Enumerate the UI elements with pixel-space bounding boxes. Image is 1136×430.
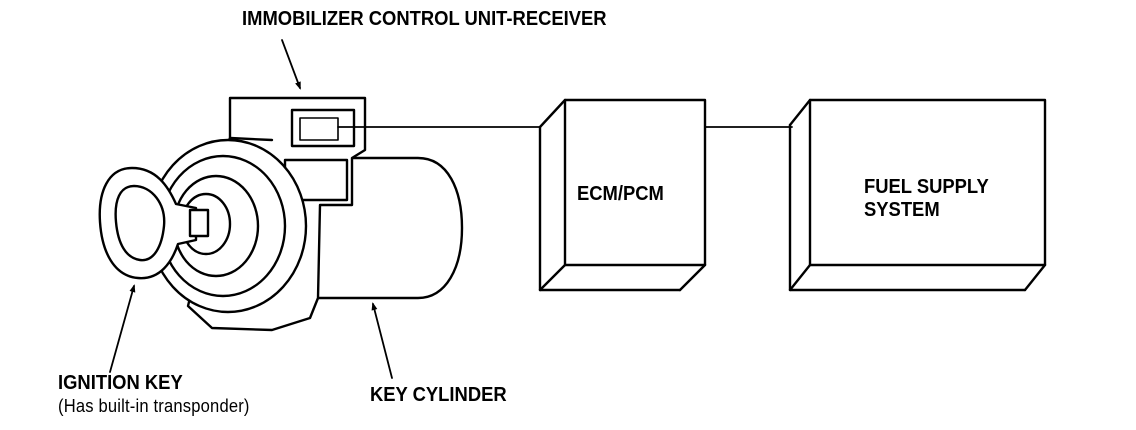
immobilizer-leader-arrow xyxy=(281,39,301,90)
fuel-supply-label-line1: FUEL SUPPLY xyxy=(864,176,989,198)
ignition-key xyxy=(98,166,210,280)
immobilizer-label: IMMOBILIZER CONTROL UNIT-RECEIVER xyxy=(242,8,607,30)
key-cylinder-body xyxy=(316,156,464,300)
ignition-key-label: IGNITION KEY xyxy=(58,372,183,394)
ignition-key-note: (Has built-in transponder) xyxy=(58,396,250,416)
key-cylinder-leader-arrow xyxy=(371,302,393,379)
receiver-unit xyxy=(290,108,356,148)
fuel-supply-label-line2: SYSTEM xyxy=(864,199,940,221)
ignition-key-leader-arrow xyxy=(109,284,136,373)
key-cylinder-label: KEY CYLINDER xyxy=(370,384,507,406)
ecm-pcm-label: ECM/PCM xyxy=(577,183,664,205)
ecm-pcm-box xyxy=(538,98,707,292)
fuel-supply-box xyxy=(788,98,1047,292)
